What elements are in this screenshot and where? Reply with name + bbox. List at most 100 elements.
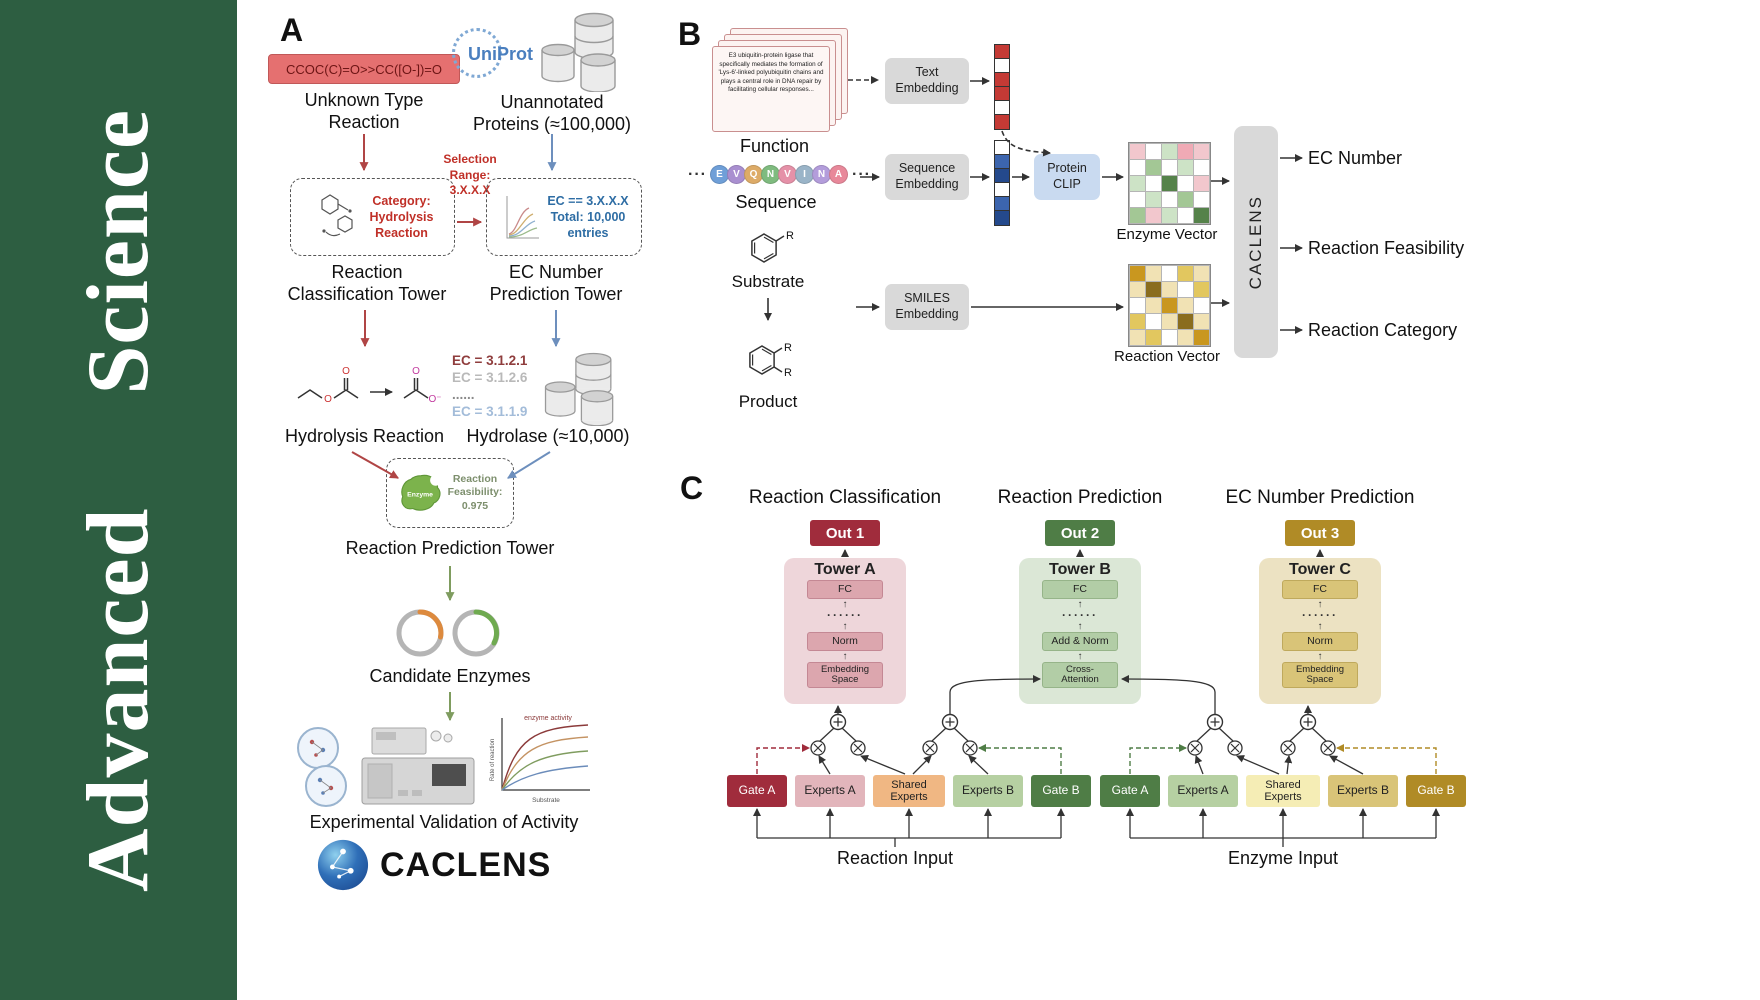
matrix-cell xyxy=(1194,330,1209,345)
reaction-vector-matrix xyxy=(1128,264,1211,347)
curves-icon xyxy=(506,196,540,239)
matrix-cell xyxy=(1146,176,1161,191)
hydrolysis-reaction-label: Hydrolysis Reaction xyxy=(284,426,445,446)
vector-cell xyxy=(995,211,1009,225)
sequence-label: Sequence xyxy=(735,192,817,212)
enzyme-input-label: Enzyme Input xyxy=(1227,848,1339,868)
matrix-cell xyxy=(1130,176,1145,191)
shared-experts-enzyme: Shared Experts xyxy=(1246,775,1320,807)
vector-cell xyxy=(995,115,1009,129)
protein-clip-box: Protein CLIP xyxy=(1034,154,1100,200)
vector-cell xyxy=(995,87,1009,101)
matrix-cell xyxy=(1162,314,1177,329)
matrix-cell xyxy=(1162,176,1177,191)
matrix-cell xyxy=(1146,282,1161,297)
sequence-embedding-vector xyxy=(994,140,1010,226)
reaction-input-label: Reaction Input xyxy=(836,848,954,868)
function-label: Function xyxy=(739,136,810,156)
matrix-cell xyxy=(1178,144,1193,159)
database-stack-icon xyxy=(541,12,616,92)
ec-number-list: EC = 3.1.2.1 EC = 3.1.2.6 ...... EC = 3.… xyxy=(452,352,527,420)
tower-a-title: Tower A xyxy=(814,561,876,578)
enzyme-vector-label: Enzyme Vector xyxy=(1116,226,1218,243)
matrix-cell xyxy=(1146,192,1161,207)
validation-label: Experimental Validation of Activity xyxy=(309,812,579,832)
chart-title: enzyme activity xyxy=(524,715,572,722)
tower-a-norm: Norm xyxy=(807,632,883,652)
matrix-cell xyxy=(1146,160,1161,175)
vector-cell xyxy=(995,45,1009,59)
classification-tower-label: Reaction Classification Tower xyxy=(287,262,447,304)
matrix-cell xyxy=(1130,144,1145,159)
output-ec-number: EC Number xyxy=(1308,148,1403,168)
journal-title: Advanced Science xyxy=(70,108,167,892)
up-arrow-icon: ↑ xyxy=(1317,651,1323,663)
residue-circle: A xyxy=(828,165,848,184)
reaction-category-text: Category: Hydrolysis Reaction xyxy=(369,193,434,241)
matrix-cell xyxy=(1178,266,1193,281)
ec-item: EC = 3.1.2.6 xyxy=(452,370,528,385)
ec-selection-box: EC == 3.X.X.X Total: 10,000 entries xyxy=(486,178,642,256)
svg-text:O: O xyxy=(324,394,332,405)
chart-xlabel: Substrate xyxy=(532,797,560,804)
tower-a: Tower A FC ↑ ······ ↑ Norm ↑ Embedding S… xyxy=(784,558,906,704)
tower-c: Tower C FC ↑ ······ ↑ Norm ↑ Embedding S… xyxy=(1259,558,1381,704)
ec-item: ...... xyxy=(452,387,475,402)
matrix-cell xyxy=(1178,282,1193,297)
output-reaction-category: Reaction Category xyxy=(1308,320,1458,340)
tower-a-dots: ······ xyxy=(827,608,863,623)
molecule-sketch-icon xyxy=(320,194,353,237)
section-title-ec-number-prediction: EC Number Prediction xyxy=(1225,487,1415,508)
matrix-cell xyxy=(1146,266,1161,281)
feasibility-text: Reaction Feasibility: 0.975 xyxy=(447,473,503,512)
hydrolysis-structures: O O O O⁻ xyxy=(297,366,442,405)
matrix-cell xyxy=(1178,176,1193,191)
caclens-logo-icon xyxy=(317,839,369,891)
experts-a-enzyme: Experts A xyxy=(1168,775,1238,807)
gate-b-reaction: Gate B xyxy=(1031,775,1091,807)
matrix-cell xyxy=(1194,208,1209,223)
section-title-reaction-classification: Reaction Classification xyxy=(748,487,942,508)
multiply-nodes xyxy=(810,740,1336,756)
out-1-box: Out 1 xyxy=(810,520,880,546)
r-group-label: R xyxy=(784,342,792,354)
matrix-cell xyxy=(1130,160,1145,175)
gate-a-reaction: Gate A xyxy=(727,775,787,807)
tower-a-fc: FC xyxy=(807,580,883,600)
experts-b-reaction: Experts B xyxy=(953,775,1023,807)
tower-b-fc: FC xyxy=(1042,580,1118,600)
tower-c-fc: FC xyxy=(1282,580,1358,600)
vector-cell xyxy=(995,141,1009,155)
product-structure: R R xyxy=(749,342,792,379)
matrix-cell xyxy=(1130,298,1145,313)
r-group-label: R xyxy=(786,230,794,242)
plasmid-rings-icon xyxy=(396,609,500,657)
uniprot-logo: UniProt xyxy=(468,44,533,64)
matrix-cell xyxy=(1178,208,1193,223)
ec-selection-text: EC == 3.X.X.X Total: 10,000 entries xyxy=(547,193,629,241)
tower-b-add-norm: Add & Norm xyxy=(1042,632,1118,652)
matrix-cell xyxy=(1178,192,1193,207)
caclens-module-label: CACLENS xyxy=(1246,194,1265,290)
tower-c-norm: Norm xyxy=(1282,632,1358,652)
smiles-reaction-box: CCOC(C)=O>>CC([O-])=O xyxy=(268,54,460,84)
matrix-cell xyxy=(1162,282,1177,297)
smiles-embedding-box: SMILES Embedding xyxy=(885,284,969,330)
ec-item: EC = 3.1.1.9 xyxy=(452,404,528,419)
up-arrow-icon: ↑ xyxy=(1317,599,1323,611)
ec-item: EC = 3.1.2.1 xyxy=(452,353,528,368)
matrix-cell xyxy=(1162,144,1177,159)
enzyme-vector-matrix xyxy=(1128,142,1211,225)
matrix-cell xyxy=(1146,314,1161,329)
matrix-cell xyxy=(1162,208,1177,223)
matrix-cell xyxy=(1178,330,1193,345)
gate-b-enzyme: Gate B xyxy=(1406,775,1466,807)
matrix-cell xyxy=(1178,314,1193,329)
prediction-tower-label: Reaction Prediction Tower xyxy=(345,538,555,558)
panel-b-label: B xyxy=(678,16,702,52)
matrix-cell xyxy=(1194,160,1209,175)
matrix-cell xyxy=(1130,192,1145,207)
